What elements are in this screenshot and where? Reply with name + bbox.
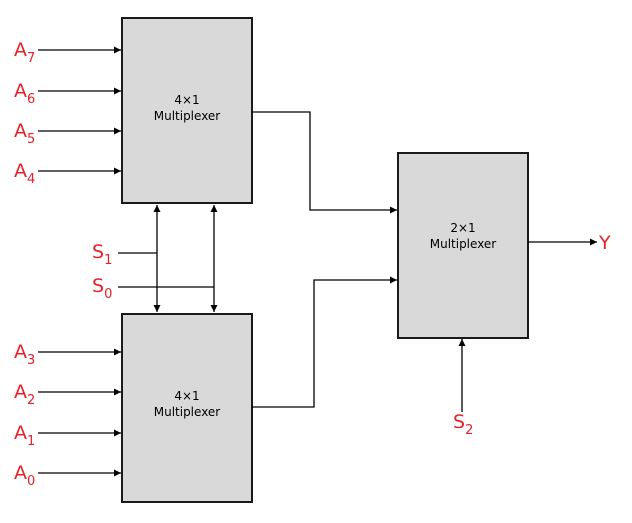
label-a2: A2	[14, 381, 35, 408]
mux-final-title: Multiplexer	[430, 237, 497, 251]
mux-final-block: 2×1 Multiplexer	[397, 152, 529, 339]
mux-top-title: Multiplexer	[154, 109, 221, 123]
label-a6: A6	[14, 80, 35, 107]
label-s2: S2	[453, 411, 473, 438]
mux-bottom-box	[121, 313, 253, 503]
label-a7: A7	[14, 39, 35, 66]
wire-mux-top-out	[252, 111, 397, 214]
label-a0: A0	[14, 462, 35, 489]
label-a3: A3	[14, 341, 35, 368]
mux-bottom-size: 4×1	[174, 389, 199, 403]
mux-final-box	[397, 152, 529, 339]
label-s1: S1	[92, 241, 112, 268]
label-a5: A5	[14, 120, 35, 147]
wire-mux-bottom-out	[252, 276, 397, 408]
label-a4: A4	[14, 160, 35, 187]
mux-top-block: 4×1 Multiplexer	[121, 17, 253, 204]
mux-top-box	[121, 17, 253, 204]
label-output-y: Y	[598, 232, 611, 254]
label-s0: S0	[92, 275, 112, 302]
mux-top-size: 4×1	[174, 93, 199, 107]
mux-final-size: 2×1	[450, 221, 475, 235]
mux-bottom-block: 4×1 Multiplexer	[121, 313, 253, 503]
label-a1: A1	[14, 422, 35, 449]
mux-bottom-title: Multiplexer	[154, 405, 221, 419]
